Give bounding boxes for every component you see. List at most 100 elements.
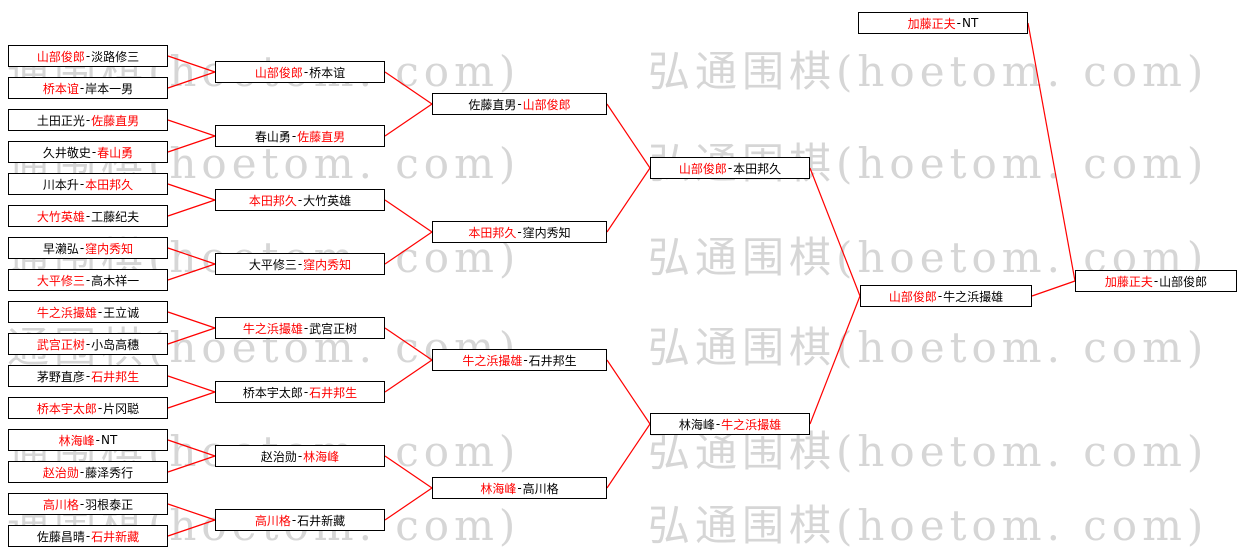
player-name[interactable]: 高川格	[522, 481, 559, 496]
player-name[interactable]: 佐藤直男	[297, 129, 346, 144]
player-name[interactable]: 大平修三	[36, 273, 85, 288]
player-name[interactable]: 大竹英雄	[303, 193, 352, 208]
player-name[interactable]: 牛之浜撮雄	[721, 417, 782, 432]
player-name[interactable]: 山部俊郎	[888, 289, 937, 304]
connector-line	[167, 327, 216, 345]
player-name[interactable]: 大竹英雄	[36, 209, 85, 224]
match-round-1-4: 久井敬史-春山勇	[8, 141, 168, 163]
connector-line	[167, 199, 216, 217]
dash-separator: -	[97, 401, 103, 415]
dash-separator: -	[85, 273, 91, 287]
player-name[interactable]: 佐藤直男	[468, 97, 517, 112]
player-name[interactable]: 早濑弘	[42, 241, 79, 256]
dash-separator: -	[303, 65, 309, 79]
connector-line	[809, 167, 861, 297]
connector-line	[167, 183, 216, 201]
dash-separator: -	[291, 129, 297, 143]
player-name[interactable]: 石井邦生	[528, 353, 577, 368]
player-name[interactable]: 淡路修三	[91, 49, 140, 64]
connector-line	[167, 439, 216, 457]
player-name[interactable]: 大平修三	[248, 257, 297, 272]
dash-separator: -	[85, 337, 91, 351]
dash-separator: -	[727, 161, 733, 175]
player-name[interactable]: 牛之浜撮雄	[242, 321, 303, 336]
connector-line	[384, 199, 433, 233]
dash-separator: -	[956, 16, 962, 30]
connector-line	[167, 311, 216, 329]
connector-line	[167, 519, 216, 537]
player-name[interactable]: 加藤正夫	[907, 16, 956, 31]
player-name[interactable]: 茅野直彦	[36, 369, 85, 384]
player-name[interactable]: 本田邦久	[468, 225, 517, 240]
player-name[interactable]: 本田邦久	[248, 193, 297, 208]
player-name[interactable]: 王立诚	[103, 305, 140, 320]
player-name[interactable]: 佐藤昌晴	[36, 529, 85, 544]
player-name[interactable]: 高川格	[254, 513, 291, 528]
match-seed-1: 加藤正夫-NT	[858, 12, 1028, 34]
player-name[interactable]: 山部俊郎	[522, 97, 571, 112]
player-name[interactable]: 加藤正夫	[1104, 274, 1153, 289]
match-round-1-13: 林海峰-NT	[8, 429, 168, 451]
player-name[interactable]: 山部俊郎	[1159, 274, 1208, 289]
dash-separator: -	[79, 81, 85, 95]
player-name[interactable]: 赵治勋	[260, 449, 297, 464]
player-name[interactable]: NT	[101, 433, 118, 447]
player-name[interactable]: 桥本宇太郎	[36, 401, 97, 416]
player-name[interactable]: 小岛高穗	[91, 337, 140, 352]
player-name[interactable]: 片冈聪	[103, 401, 140, 416]
player-name[interactable]: 高木祥一	[91, 273, 140, 288]
player-name[interactable]: 羽根泰正	[85, 497, 134, 512]
player-name[interactable]: 石井新藏	[91, 529, 140, 544]
player-name[interactable]: 林海峰	[303, 449, 340, 464]
player-name[interactable]: 岸本一男	[85, 81, 134, 96]
player-name[interactable]: 桥本谊	[42, 81, 79, 96]
player-name[interactable]: 久井敬史	[42, 145, 91, 160]
player-name[interactable]: 山部俊郎	[254, 65, 303, 80]
dash-separator: -	[297, 257, 303, 271]
player-name[interactable]: 林海峰	[678, 417, 715, 432]
player-name[interactable]: 春山勇	[254, 129, 291, 144]
dash-separator: -	[303, 321, 309, 335]
player-name[interactable]: 山部俊郎	[678, 161, 727, 176]
player-name[interactable]: 窪内秀知	[85, 241, 134, 256]
player-name[interactable]: 本田邦久	[733, 161, 782, 176]
player-name[interactable]: 藤泽秀行	[85, 465, 134, 480]
player-name[interactable]: NT	[962, 16, 979, 30]
match-round-1-12: 桥本宇太郎-片冈聪	[8, 397, 168, 419]
player-name[interactable]: 牛之浜撮雄	[462, 353, 523, 368]
player-name[interactable]: 石井邦生	[91, 369, 140, 384]
player-name[interactable]: 石井邦生	[309, 385, 358, 400]
player-name[interactable]: 武宫正树	[36, 337, 85, 352]
player-name[interactable]: 窪内秀知	[522, 225, 571, 240]
match-round-1-1: 山部俊郎-淡路修三	[8, 45, 168, 67]
player-name[interactable]: 林海峰	[480, 481, 517, 496]
player-name[interactable]: 武宫正树	[309, 321, 358, 336]
player-name[interactable]: 工藤纪夫	[91, 209, 140, 224]
match-round-1-8: 大平修三-高木祥一	[8, 269, 168, 291]
player-name[interactable]: 本田邦久	[85, 177, 134, 192]
player-name[interactable]: 土田正光	[36, 113, 85, 128]
player-name[interactable]: 牛之浜撮雄	[36, 305, 97, 320]
connector-line	[384, 487, 433, 521]
player-name[interactable]: 桥本宇太郎	[242, 385, 303, 400]
player-name[interactable]: 佐藤直男	[91, 113, 140, 128]
connector-line	[167, 375, 216, 393]
player-name[interactable]: 山部俊郎	[36, 49, 85, 64]
player-name[interactable]: 赵治勋	[42, 465, 79, 480]
player-name[interactable]: 桥本谊	[309, 65, 346, 80]
match-round-1-14: 赵治勋-藤泽秀行	[8, 461, 168, 483]
player-name[interactable]: 石井新藏	[297, 513, 346, 528]
connector-line	[167, 135, 216, 153]
match-round-1-10: 武宫正树-小岛高穗	[8, 333, 168, 355]
dash-separator: -	[937, 289, 943, 303]
player-name[interactable]: 牛之浜撮雄	[943, 289, 1004, 304]
player-name[interactable]: 春山勇	[97, 145, 134, 160]
player-name[interactable]: 川本升	[42, 177, 79, 192]
player-name[interactable]: 窪内秀知	[303, 257, 352, 272]
dash-separator: -	[1153, 274, 1159, 288]
match-round-1-9: 牛之浜撮雄-王立诚	[8, 301, 168, 323]
player-name[interactable]: 林海峰	[58, 433, 95, 448]
match-round-3-1: 佐藤直男-山部俊郎	[432, 93, 607, 115]
player-name[interactable]: 高川格	[42, 497, 79, 512]
